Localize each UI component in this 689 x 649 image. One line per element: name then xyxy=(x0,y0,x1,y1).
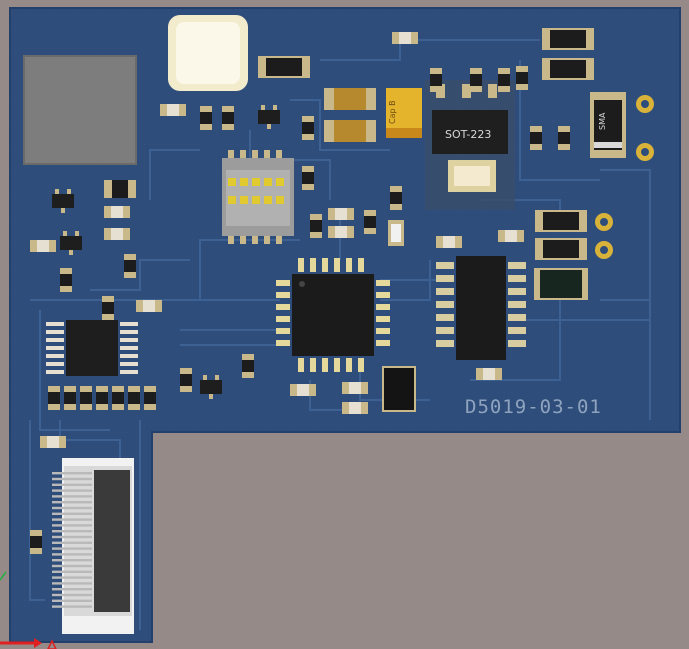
fpc-pin xyxy=(52,506,92,510)
tssop-chip xyxy=(46,320,138,376)
fpc-pin xyxy=(52,512,92,515)
fpc-pin xyxy=(52,489,92,492)
fpc-pin xyxy=(52,599,92,602)
fpc-pin xyxy=(52,593,92,597)
fpc-pin xyxy=(52,547,92,550)
board-silkscreen-label: D5019-03-01 xyxy=(465,396,602,418)
fpc-pin xyxy=(52,472,92,475)
soic-chip xyxy=(436,256,526,360)
fpc-pin xyxy=(52,576,92,579)
tantalum-capacitor xyxy=(386,88,422,138)
regulator-sot223 xyxy=(425,80,515,210)
fpc-pin xyxy=(52,495,92,498)
diode-sma xyxy=(590,92,626,158)
axis-marker-icon xyxy=(0,571,57,649)
fpc-pin xyxy=(52,559,92,562)
inductor-shield xyxy=(24,56,136,164)
fpc-pin xyxy=(52,518,92,521)
mcu-chip xyxy=(276,258,390,372)
fpc-pin xyxy=(52,530,92,533)
fpc-pin xyxy=(52,535,92,539)
fpc-pin xyxy=(52,501,92,504)
fpc-pin xyxy=(52,582,92,585)
pin-header xyxy=(222,150,294,244)
fpc-pin xyxy=(52,477,92,481)
tantalum-marking: Cap B xyxy=(388,100,397,124)
fpc-pin xyxy=(52,541,92,544)
fpc-pin xyxy=(52,570,92,573)
diode-marking: SMA xyxy=(598,112,607,130)
fpc-pin xyxy=(52,524,92,527)
capacitor xyxy=(324,88,376,142)
fpc-pin xyxy=(52,553,92,556)
mounting-pad-icon xyxy=(595,95,654,259)
fpc-pin xyxy=(52,588,92,591)
fpc-pin xyxy=(52,605,92,608)
fpc-connector xyxy=(62,458,134,634)
regulator-marking: SOT-223 xyxy=(445,128,492,141)
small-diode xyxy=(258,28,594,260)
fpc-pin xyxy=(52,564,92,568)
fpc-pin xyxy=(52,483,92,486)
fpc-pins xyxy=(52,472,92,608)
